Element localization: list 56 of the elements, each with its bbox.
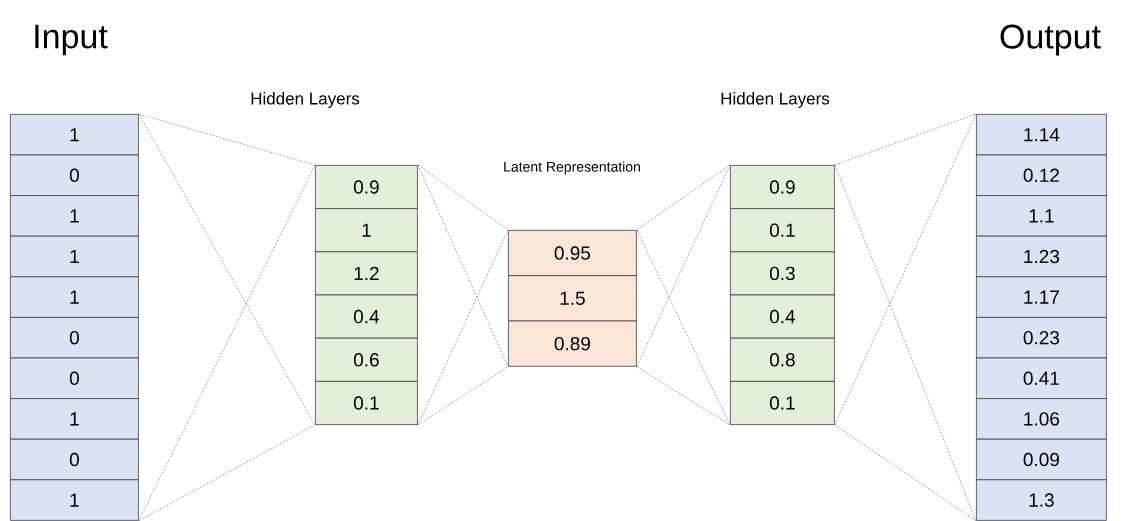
value-cell: 0.12 xyxy=(976,154,1107,196)
connection-line xyxy=(138,164,316,521)
value-cell: 1 xyxy=(10,276,139,318)
value-cell: 0.1 xyxy=(315,381,418,425)
connection-line xyxy=(417,164,509,231)
value-cell: 0.4 xyxy=(730,294,835,339)
value-cell: 0 xyxy=(10,154,139,196)
connection-line xyxy=(636,229,731,426)
layer-label: Hidden Layers xyxy=(251,92,360,108)
value-cell: 1.1 xyxy=(976,195,1107,237)
value-cell: 0.9 xyxy=(730,165,835,209)
value-cell: 1.17 xyxy=(976,276,1107,318)
value-cell: 1.3 xyxy=(976,479,1107,521)
heading-text: Input xyxy=(35,24,108,56)
value-cell: 1.2 xyxy=(315,251,418,296)
value-cell: 1 xyxy=(10,398,139,440)
value-cell: 0.4 xyxy=(315,294,418,339)
value-cell: 1 xyxy=(10,479,139,521)
value-cell: 1.14 xyxy=(976,114,1107,156)
value-cell: 0.3 xyxy=(730,251,835,296)
connection-line xyxy=(417,229,509,426)
connection-line xyxy=(138,113,316,166)
connection-line xyxy=(417,164,509,367)
connection-line xyxy=(138,113,316,426)
connection-line xyxy=(834,113,977,166)
value-cell: 0.95 xyxy=(508,230,637,277)
value-cell: 1 xyxy=(10,195,139,237)
value-cell: 0.6 xyxy=(315,337,418,382)
value-cell: 0.09 xyxy=(976,438,1107,481)
layer-label: Latent Representation xyxy=(504,161,640,175)
value-cell: 0 xyxy=(10,438,139,481)
value-cell: 1.06 xyxy=(976,398,1107,440)
layer-label: Hidden Layers xyxy=(721,92,830,108)
value-cell: 0.8 xyxy=(730,337,835,382)
value-cell: 0.1 xyxy=(730,208,835,253)
connection-line xyxy=(834,424,977,521)
connection-line xyxy=(636,164,731,367)
value-cell: 1 xyxy=(10,235,139,278)
value-cell: 0.23 xyxy=(976,317,1107,359)
value-cell: 0.41 xyxy=(976,357,1107,399)
value-cell: 1.23 xyxy=(976,235,1107,278)
connection-line xyxy=(636,366,731,426)
value-cell: 0.9 xyxy=(315,165,418,209)
connection-line xyxy=(138,424,316,521)
connection-line xyxy=(834,164,977,521)
value-cell: 0.1 xyxy=(730,381,835,425)
heading-text: Output xyxy=(1000,24,1101,56)
connection-line xyxy=(834,113,977,426)
value-cell: 1.5 xyxy=(508,275,637,322)
value-cell: 1 xyxy=(315,208,418,253)
value-cell: 0 xyxy=(10,317,139,359)
connection-line xyxy=(636,164,731,231)
value-cell: 1 xyxy=(10,114,139,156)
value-cell: 0.89 xyxy=(508,320,637,367)
value-cell: 0 xyxy=(10,357,139,399)
connection-line xyxy=(417,366,509,426)
